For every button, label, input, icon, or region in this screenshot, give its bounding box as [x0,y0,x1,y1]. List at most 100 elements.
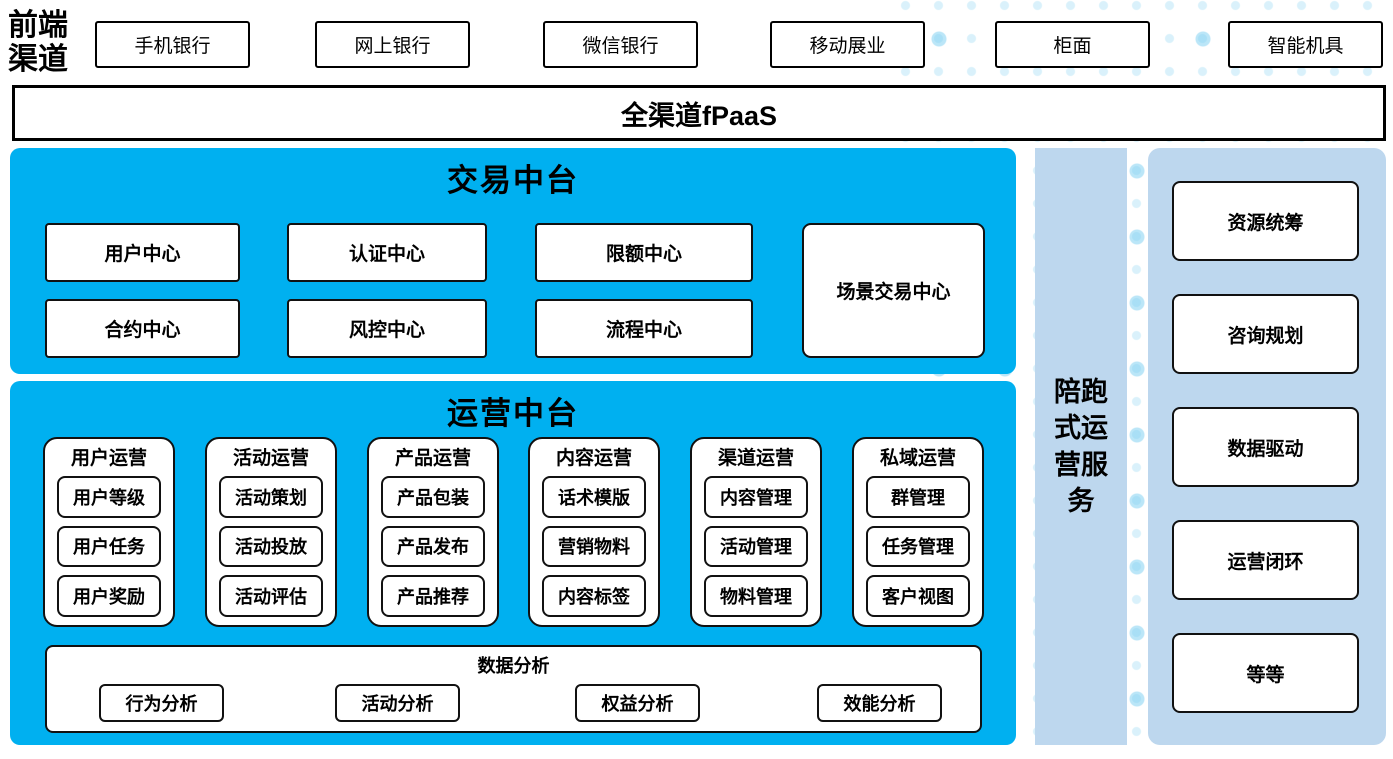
transaction-platform-title: 交易中台 [447,163,579,198]
data-analysis-title: 数据分析 [477,656,550,676]
group-item: 活动管理 [704,525,808,568]
group-item: 任务管理 [866,525,970,568]
item-label: 用户任务 [73,537,145,558]
accompany-service-label: 陪跑式运营服务 [1054,376,1108,516]
private-domain-operation-group: 私域运营 群管理 任务管理 客户视图 [852,437,984,627]
channel-box-smart-devices: 智能机具 [1228,21,1383,68]
item-label: 用户奖励 [73,587,145,608]
channel-box-wechat-banking: 微信银行 [543,21,698,68]
channel-label: 移动展业 [809,36,886,57]
box-label: 风控中心 [348,320,425,341]
item-label: 营销物料 [558,537,630,558]
channel-label: 微信银行 [582,36,659,57]
box-label: 流程中心 [605,320,682,341]
group-header: 活动运营 [232,448,309,469]
risk-center-box: 风控中心 [287,299,487,358]
item-label: 内容标签 [558,587,630,608]
item-label: 活动分析 [361,694,434,714]
item-label: 产品包装 [397,487,469,508]
group-item: 产品推荐 [381,575,485,617]
item-label: 物料管理 [720,587,792,608]
item-label: 群管理 [891,487,945,508]
activity-operation-group: 活动运营 活动策划 活动投放 活动评估 [205,437,337,627]
group-item: 活动投放 [219,525,323,568]
group-item: 内容管理 [704,475,808,518]
item-label: 任务管理 [882,537,954,558]
item-label: 话术模版 [558,487,630,508]
group-item: 话术模版 [542,475,646,518]
user-operation-group: 用户运营 用户等级 用户任务 用户奖励 [43,437,175,627]
operation-platform-section: 运营中台 用户运营 用户等级 用户任务 用户奖励 活动运营 活动策划 活动投放 … [10,381,1016,745]
resource-coordination-box: 资源统筹 [1172,181,1359,261]
item-label: 咨询规划 [1227,325,1304,347]
accompany-operation-service-bar: 陪跑式运营服务 [1035,148,1127,745]
transaction-platform-section: 交易中台 用户中心 认证中心 限额中心 合约中心 风控中心 流程中心 场景交易中… [10,148,1016,374]
group-item: 用户任务 [57,525,161,568]
consulting-planning-box: 咨询规划 [1172,294,1359,374]
group-item: 活动评估 [219,575,323,617]
channel-box-mobile-sales: 移动展业 [770,21,925,68]
channel-label: 手机银行 [134,36,211,57]
item-label: 权益分析 [601,694,674,714]
group-item: 物料管理 [704,575,808,617]
group-header: 内容运营 [555,448,632,469]
channel-label: 柜面 [1053,36,1092,57]
box-label: 场景交易中心 [836,282,951,303]
box-label: 用户中心 [104,244,181,265]
item-label: 活动投放 [235,537,307,558]
box-label: 合约中心 [104,320,181,341]
group-item: 用户等级 [57,475,161,518]
item-label: 活动管理 [720,537,792,558]
group-header: 产品运营 [394,448,471,469]
group-item: 客户视图 [866,575,970,617]
behavior-analysis-box: 行为分析 [99,684,224,722]
group-item: 产品包装 [381,475,485,518]
item-label: 等等 [1246,664,1285,686]
group-item: 活动策划 [219,475,323,518]
user-center-box: 用户中心 [45,223,240,282]
item-label: 运营闭环 [1227,551,1304,573]
limit-center-box: 限额中心 [535,223,753,282]
item-label: 行为分析 [125,694,198,714]
auth-center-box: 认证中心 [287,223,487,282]
channel-label: 智能机具 [1267,36,1344,57]
operation-platform-title: 运营中台 [447,396,579,431]
operation-closed-loop-box: 运营闭环 [1172,520,1359,600]
item-label: 效能分析 [843,694,916,714]
fpaas-label: 全渠道fPaaS [620,100,778,131]
data-driven-box: 数据驱动 [1172,407,1359,487]
service-panel: 资源统筹 咨询规划 数据驱动 运营闭环 等等 [1148,148,1386,745]
group-item: 群管理 [866,475,970,518]
item-label: 用户等级 [73,487,145,508]
data-analysis-container: 数据分析 行为分析 活动分析 权益分析 效能分析 [45,645,982,733]
box-label: 限额中心 [605,244,682,265]
item-label: 产品推荐 [397,587,469,608]
group-item: 产品发布 [381,525,485,568]
etc-box: 等等 [1172,633,1359,713]
content-operation-group: 内容运营 话术模版 营销物料 内容标签 [528,437,660,627]
front-channel-label: 前端渠道 [8,9,68,76]
item-label: 内容管理 [720,487,792,508]
box-label: 认证中心 [348,244,425,265]
group-item: 内容标签 [542,575,646,617]
process-center-box: 流程中心 [535,299,753,358]
channel-box-online-banking: 网上银行 [315,21,470,68]
item-label: 产品发布 [397,537,469,558]
omni-channel-fpaas-bar: 全渠道fPaaS [12,85,1386,141]
group-header: 私域运营 [879,448,956,469]
item-label: 资源统筹 [1227,212,1304,234]
item-label: 客户视图 [882,587,954,608]
channel-box-mobile-banking: 手机银行 [95,21,250,68]
group-item: 营销物料 [542,525,646,568]
benefit-analysis-box: 权益分析 [575,684,700,722]
item-label: 活动评估 [235,587,307,608]
group-item: 用户奖励 [57,575,161,617]
group-header: 渠道运营 [717,448,794,469]
group-header: 用户运营 [70,448,147,469]
item-label: 数据驱动 [1227,438,1304,460]
scene-transaction-center-box: 场景交易中心 [802,223,985,358]
contract-center-box: 合约中心 [45,299,240,358]
activity-analysis-box: 活动分析 [335,684,460,722]
channel-box-counter: 柜面 [995,21,1150,68]
